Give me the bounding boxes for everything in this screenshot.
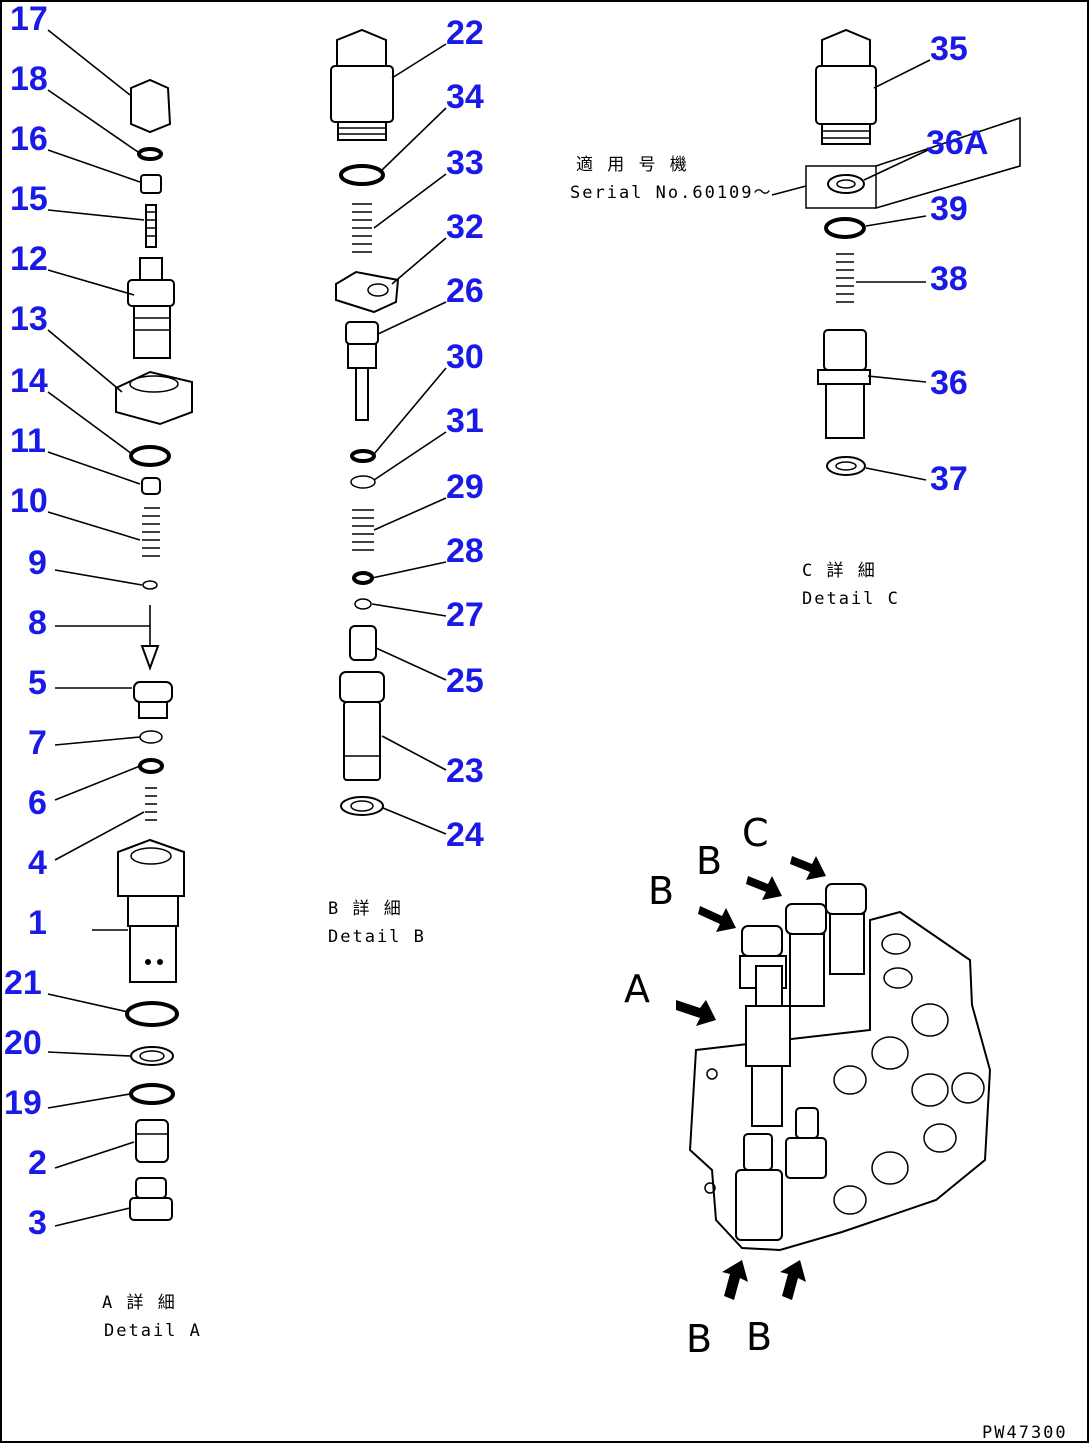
label-36a: 36A	[926, 124, 988, 162]
label-32: 32	[446, 208, 484, 246]
label-1: 1	[28, 904, 47, 942]
detail-a-caption-jp: A 詳 細	[102, 1293, 177, 1313]
label-30: 30	[446, 338, 484, 376]
label-34: 34	[446, 78, 484, 116]
detail-c-leaders	[771, 59, 931, 481]
view-label-b-2: B	[696, 839, 722, 883]
label-37: 37	[930, 460, 968, 498]
label-3: 3	[28, 1204, 47, 1242]
label-9: 9	[28, 544, 47, 582]
detail-c-numbers: 35 36A 39 38 36 37	[926, 30, 988, 498]
label-7: 7	[28, 724, 47, 762]
view-label-c: C	[742, 811, 769, 855]
assembly-view-labels: A B B C B B	[624, 811, 772, 1361]
label-4: 4	[28, 844, 47, 882]
detail-b-caption-jp: B 詳 細	[328, 899, 403, 919]
label-26: 26	[446, 272, 484, 310]
label-22: 22	[446, 14, 484, 52]
valve-assembly	[676, 856, 992, 1300]
label-15: 15	[10, 180, 48, 218]
label-36: 36	[930, 364, 968, 402]
label-39: 39	[930, 190, 968, 228]
serial-en: Serial No.60109～	[570, 183, 773, 203]
label-28: 28	[446, 532, 484, 570]
label-19: 19	[4, 1084, 42, 1122]
detail-c-caption-jp: C 詳 細	[802, 561, 877, 581]
label-23: 23	[446, 752, 484, 790]
label-17: 17	[10, 0, 48, 38]
drawing-code: PW47300	[982, 1423, 1068, 1443]
label-20: 20	[4, 1024, 42, 1062]
detail-a-parts	[115, 78, 193, 1221]
label-16: 16	[10, 120, 48, 158]
label-21: 21	[4, 964, 42, 1002]
label-12: 12	[10, 240, 48, 278]
detail-a-leaders	[47, 29, 150, 1227]
label-18: 18	[10, 60, 48, 98]
serial-jp: 適 用 号 機	[576, 155, 689, 175]
view-label-a: A	[624, 967, 650, 1011]
view-label-b-4: B	[746, 1315, 772, 1359]
label-8: 8	[28, 604, 47, 642]
label-2: 2	[28, 1144, 47, 1182]
detail-b-numbers: 22 34 33 32 26 30 31 29 28 27 25 23 24	[446, 14, 484, 854]
label-25: 25	[446, 662, 484, 700]
label-11: 11	[10, 422, 46, 460]
detail-b-leaders	[371, 43, 447, 835]
detail-a-numbers: 17 18 16 15 12 13 14 11 10 9 8 5 7 6 4 1…	[4, 0, 48, 1242]
detail-c-caption-en: Detail C	[802, 589, 900, 609]
label-24: 24	[446, 816, 484, 854]
detail-a-caption-en: Detail A	[104, 1321, 202, 1341]
label-10: 10	[10, 482, 48, 520]
label-29: 29	[446, 468, 484, 506]
label-38: 38	[930, 260, 968, 298]
view-label-b-3: B	[686, 1317, 712, 1361]
detail-b-parts	[330, 28, 400, 816]
label-14: 14	[10, 362, 48, 400]
label-5: 5	[28, 664, 47, 702]
label-6: 6	[28, 784, 47, 822]
label-27: 27	[446, 596, 484, 634]
label-13: 13	[10, 300, 48, 338]
label-31: 31	[446, 402, 484, 440]
view-label-b-1: B	[648, 869, 674, 913]
detail-c-parts	[805, 28, 1021, 476]
label-35: 35	[930, 30, 968, 68]
detail-b-caption-en: Detail B	[328, 927, 426, 947]
label-33: 33	[446, 144, 484, 182]
